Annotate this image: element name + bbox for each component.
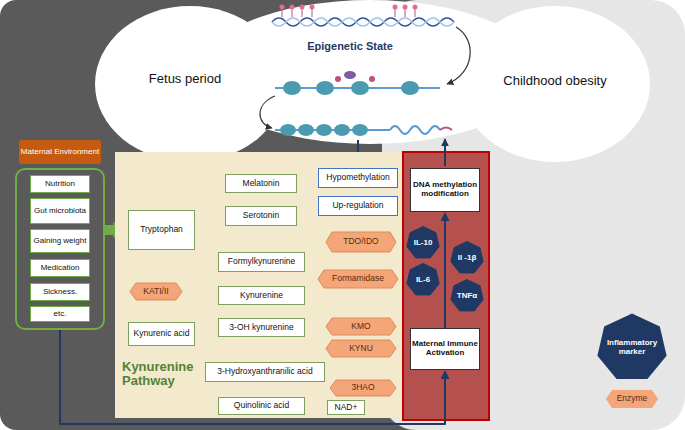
metabolite-box: Kynurenic acid [128,322,195,346]
metabolite-box: Tryptophan [128,210,195,250]
metabolite-box: Formylkynurenine [218,252,305,272]
factor-box: Gut microbiota [30,198,90,224]
node-text: Medication [41,264,80,273]
swatch-shape [606,390,658,408]
node-text: TNFα [457,292,477,301]
metabolite-box: 3-Hydroxyanthranilic acid [205,362,325,382]
legend-entry: Enzyme [606,390,658,408]
shape-fill [407,227,439,258]
enzyme-hexagon: KYNU [326,340,396,357]
metabolite-box: 3-OH kynurenine [218,318,305,337]
diagram-label: Childhood obesity [485,74,625,88]
process-box: Maternal Immune Activation [410,328,480,370]
diagram-label: Fetus period [120,72,250,86]
metabolite-box: NAD+ [327,400,365,415]
factor-box: Gaining weight [30,229,90,253]
shape-fill [326,232,396,252]
node-text: IL-10 [414,239,433,248]
pathway-region: Kynurenine Pathway MelatoninSerotoninTryp… [115,152,402,418]
enzyme-hexagon: 3HAO [330,380,396,396]
shape-fill [330,380,396,396]
flow-arrow [444,216,446,328]
node-text: Maternal Immune Activation [411,340,479,358]
node-text: TDO/IDO [343,237,378,246]
legend-text: Enzyme [606,390,658,408]
node-text: 3-OH kynurenine [229,323,293,332]
node-text: KATI/II [143,287,168,296]
legend-entry: Inflammatory marker [596,313,668,383]
node-text: Il -1β [458,254,477,263]
marker-heptagon: IL-10 [406,226,440,260]
enzyme-hexagon: KATI/II [130,283,182,300]
node-text: KMO [351,322,370,331]
node-text: Quinolinic acid [234,401,289,410]
metabolite-box: Quinolinic acid [218,397,305,415]
group-heading: Maternal Environment [19,140,101,164]
factor-box: Sickness. [30,283,90,301]
shape-fill [326,318,396,335]
node-text: Melatonin [243,179,280,188]
shape-fill [407,264,439,295]
node-text: 3HAO [351,383,374,392]
node-text: Kynurenic acid [134,329,190,338]
metabolite-box: Serotonin [225,206,297,226]
input-group: Maternal EnvironmentNutritionGut microbi… [15,140,105,330]
diagram-label: Epigenetic State [295,40,405,52]
process-box: Up-regulation [318,196,398,216]
node-text: Kynurenine [240,291,283,300]
factor-box: etc. [30,306,90,322]
node-text: Hypomethylation [326,173,389,182]
shape-fill [130,283,182,300]
metabolite-box: Kynurenine [218,286,305,305]
shape-fill [451,280,483,311]
node-text: KYNU [349,344,373,353]
enzyme-hexagon: TDO/IDO [326,232,396,252]
node-text: Formamidase [332,274,384,283]
marker-heptagon: Il -1β [450,241,484,275]
node-text: Nutrition [45,180,75,189]
enzyme-hexagon: Formamidase [318,270,398,288]
node-text: etc. [54,310,67,319]
metabolite-box: Melatonin [225,174,297,193]
group-heading: Kynurenine Pathway [122,360,202,389]
node-text: Serotonin [243,211,279,220]
node-text: Gut microbiota [34,207,86,216]
node-text: DNA methylation modification [411,181,479,199]
node-text: NAD+ [335,403,358,412]
node-text: Up-regulation [332,201,383,210]
marker-heptagon: IL-6 [406,263,440,297]
shape-fill [318,270,398,288]
node-text: Tryptophan [140,225,183,234]
node-text: Sickness. [43,288,77,297]
factor-box: Medication [30,259,90,277]
node-text: IL-6 [416,276,430,285]
node-text: 3-Hydroxyanthranilic acid [217,367,312,376]
shape-fill [451,242,483,273]
enzyme-hexagon: KMO [326,318,396,335]
process-box: Hypomethylation [318,168,398,188]
marker-heptagon: TNFα [450,279,484,313]
node-text: Formylkynurenine [228,257,296,266]
factor-box: Nutrition [30,175,90,193]
node-text: Gaining weight [34,237,87,246]
shape-fill [326,340,396,357]
process-box: DNA methylation modification [410,168,480,212]
legend-text: Inflammatory marker [596,313,668,383]
